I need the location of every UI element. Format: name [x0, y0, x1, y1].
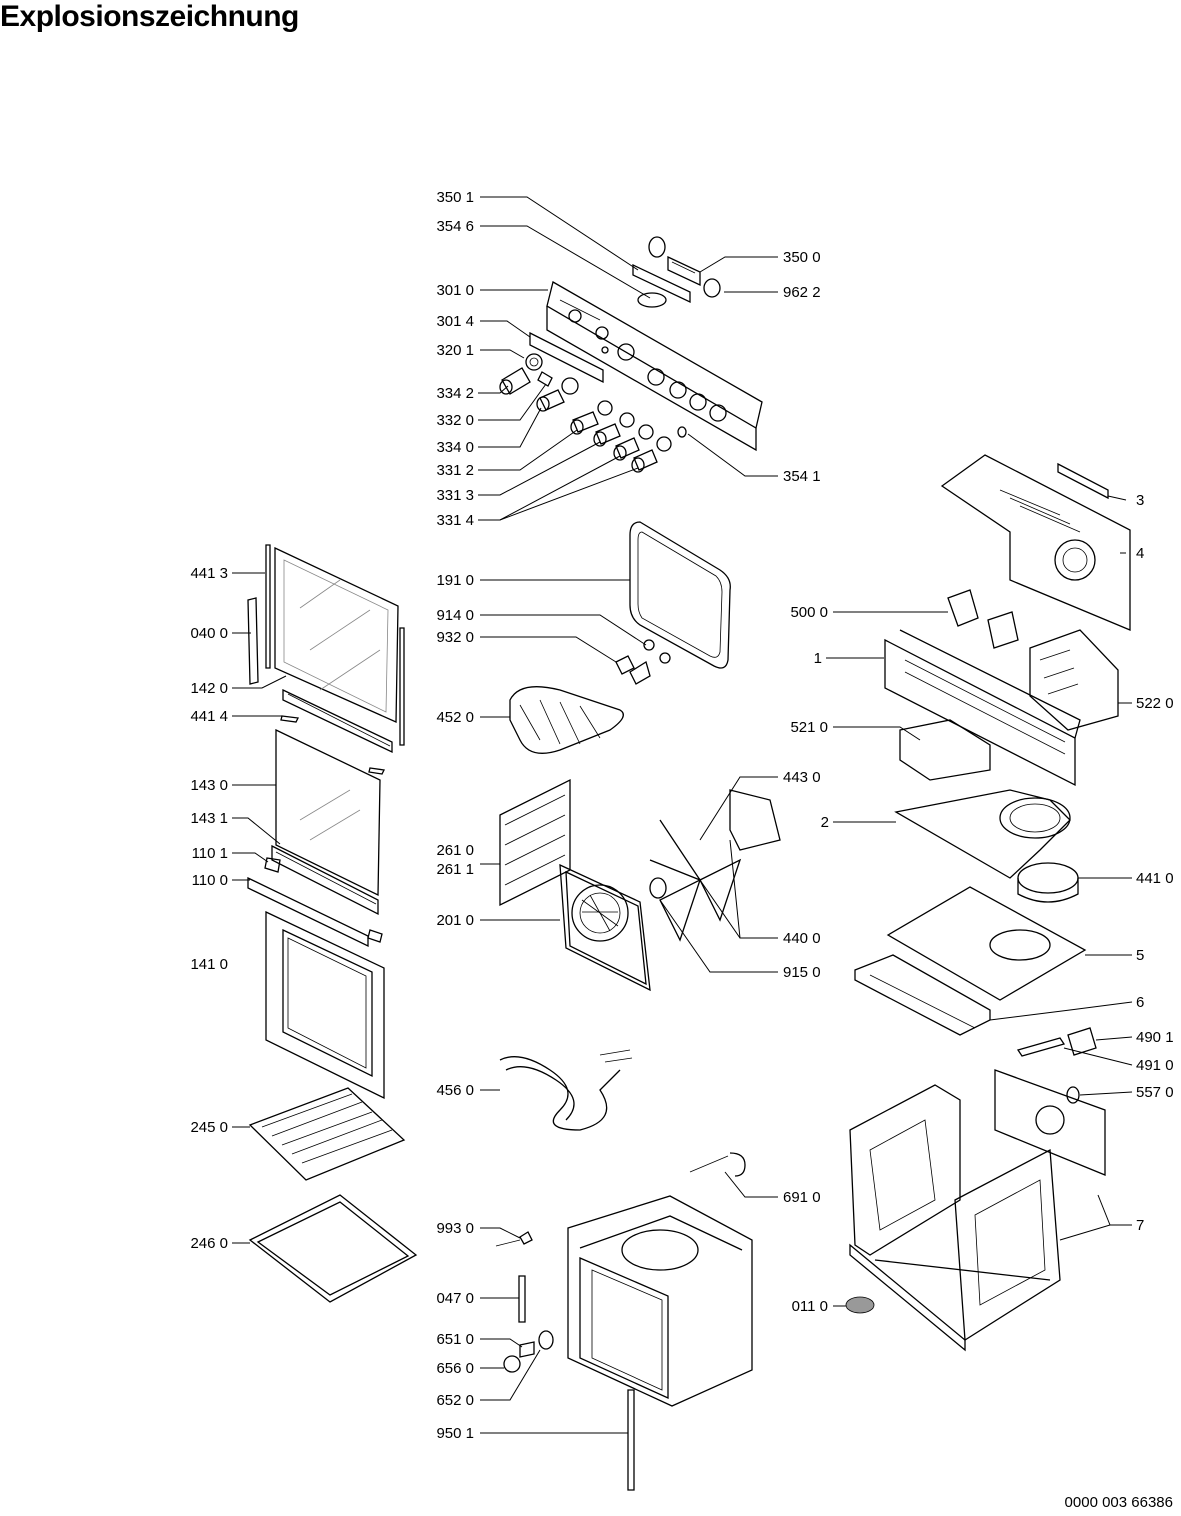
part-label: 440 0: [783, 930, 821, 947]
leader-lines: [232, 196, 1133, 1434]
part-label: 011 0: [792, 1298, 828, 1315]
part-label: 993 0: [436, 1220, 474, 1237]
part-label: 500 0: [790, 604, 828, 621]
part-label: 490 1: [1136, 1029, 1174, 1046]
part-label: 143 0: [190, 777, 228, 794]
part-label: 441 4: [190, 708, 228, 725]
part-label: 3: [1136, 492, 1144, 509]
part-label: 201 0: [436, 912, 474, 929]
part-label: 141 0: [190, 956, 228, 973]
part-label: 1: [814, 650, 822, 667]
part-label: 142 0: [190, 680, 228, 697]
door-drawing: [247, 544, 418, 1303]
part-label: 915 0: [783, 964, 821, 981]
part-label: 443 0: [783, 769, 821, 786]
part-label: 245 0: [190, 1119, 228, 1136]
part-label: 441 0: [1136, 870, 1174, 887]
part-label: 6: [1136, 994, 1144, 1011]
part-label: 354 1: [783, 468, 821, 485]
part-label: 331 2: [436, 462, 474, 479]
part-label: 652 0: [436, 1392, 474, 1409]
part-label: 334 2: [436, 385, 474, 402]
part-label: 521 0: [790, 719, 828, 736]
part-label: 522 0: [1136, 695, 1174, 712]
part-label: 5: [1136, 947, 1144, 964]
part-label: 331 3: [436, 487, 474, 504]
part-label: 332 0: [436, 412, 474, 429]
page-title: Explosionszeichnung: [0, 0, 299, 33]
part-number-labels: 350 1 354 6 301 0 301 4 320 1 334 2 332 …: [190, 189, 1173, 1442]
housing-parts-drawing: [845, 454, 1131, 1352]
part-label: 2: [821, 814, 829, 831]
drawing-number: 0000 003 66386: [1064, 1494, 1173, 1511]
knob-parts-drawing: [499, 353, 672, 473]
part-label: 350 0: [783, 249, 821, 266]
part-label: 950 1: [436, 1425, 474, 1442]
part-label: 456 0: [436, 1082, 474, 1099]
part-label: 261 1: [436, 861, 474, 878]
part-label: 452 0: [436, 709, 474, 726]
part-label: 932 0: [436, 629, 474, 646]
part-label: 246 0: [190, 1235, 228, 1252]
part-label: 040 0: [190, 625, 228, 642]
part-label: 354 6: [436, 218, 474, 235]
part-label: 441 3: [190, 565, 228, 582]
part-label: 320 1: [436, 342, 474, 359]
part-label: 4: [1136, 545, 1144, 562]
part-label: 656 0: [436, 1360, 474, 1377]
part-label: 110 0: [192, 872, 228, 889]
part-label: 110 1: [192, 845, 228, 862]
part-label: 350 1: [436, 189, 474, 206]
cavity-parts-drawing: [495, 521, 781, 1491]
part-label: 331 4: [436, 512, 474, 529]
control-panel-drawing: [499, 236, 763, 473]
part-label: 914 0: [436, 607, 474, 624]
part-label: 691 0: [783, 1189, 821, 1206]
part-label: 334 0: [436, 439, 474, 456]
part-label: 191 0: [436, 572, 474, 589]
part-label: 261 0: [436, 842, 474, 859]
part-label: 047 0: [436, 1290, 474, 1307]
part-label: 7: [1136, 1217, 1144, 1234]
part-label: 143 1: [190, 810, 228, 827]
part-label: 301 0: [436, 282, 474, 299]
part-label: 557 0: [1136, 1084, 1174, 1101]
part-label: 491 0: [1136, 1057, 1174, 1074]
part-label: 301 4: [436, 313, 474, 330]
part-label: 651 0: [436, 1331, 474, 1348]
part-label: 962 2: [783, 284, 821, 301]
